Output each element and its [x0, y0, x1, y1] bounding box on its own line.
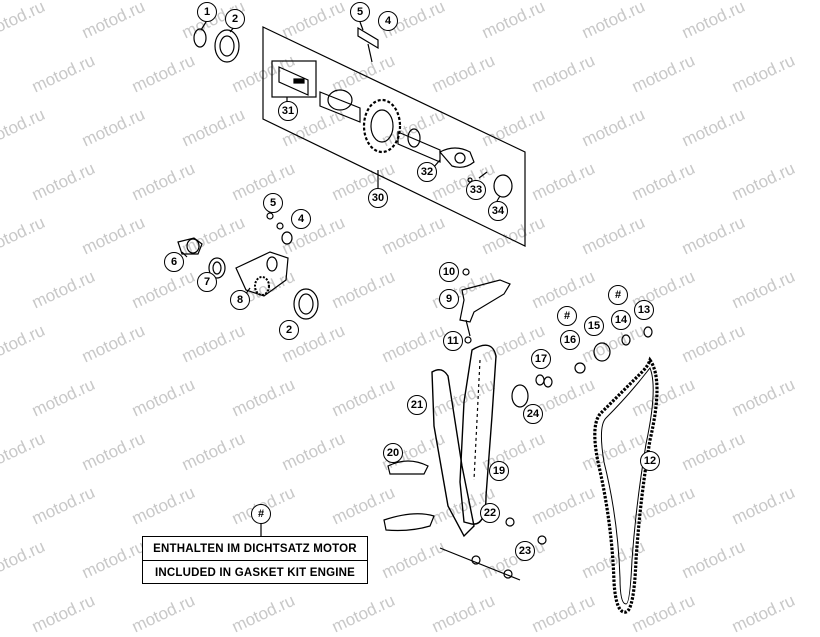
callout-21: 21: [407, 395, 427, 415]
part-24-oring: [511, 384, 529, 408]
callout-4: 4: [291, 209, 311, 229]
callout-1: 1: [197, 2, 217, 22]
callout-6: 6: [164, 252, 184, 272]
callout-hash: #: [608, 285, 628, 305]
legend-line-2: INCLUDED IN GASKET KIT ENGINE: [154, 566, 356, 579]
part-20-guide: [387, 460, 429, 475]
callout-13: 13: [634, 300, 654, 320]
part-34-cover: [493, 174, 513, 198]
callout-hash: #: [557, 306, 577, 326]
part-21-guide-rail: [431, 369, 475, 538]
callout-17: 17: [531, 349, 551, 369]
part-7-oring: [208, 257, 226, 279]
part-2-bearing-lower: [293, 288, 319, 320]
callout-10: 10: [439, 262, 459, 282]
callout-14: 14: [611, 310, 631, 330]
part-19-guide-rail: [459, 344, 497, 525]
callout-5: 5: [263, 193, 283, 213]
callout-22: 22: [480, 503, 500, 523]
callout-16: 16: [560, 330, 580, 350]
callout-hash: #: [251, 504, 271, 524]
part-2-bearing: [214, 29, 240, 63]
legend-box: ENTHALTEN IM DICHTSATZ MOTOR INCLUDED IN…: [142, 536, 368, 584]
camshaft-kit-panel: [262, 26, 526, 247]
callout-34: 34: [488, 201, 508, 221]
part-8-rocker: [235, 251, 289, 297]
callout-12: 12: [640, 451, 660, 471]
callout-31: 31: [278, 101, 298, 121]
callout-24: 24: [523, 404, 543, 424]
part-32-rocker: [439, 147, 475, 168]
callout-30: 30: [368, 188, 388, 208]
callout-2: 2: [279, 320, 299, 340]
part-9-tensioner: [459, 279, 511, 323]
callout-9: 9: [439, 289, 459, 309]
callout-4: 4: [378, 11, 398, 31]
parts-drawing: [177, 21, 659, 614]
inset-box-31: [271, 60, 317, 98]
callout-7: 7: [197, 272, 217, 292]
part-12-timing-chain: [593, 356, 659, 614]
callout-15: 15: [584, 316, 604, 336]
callout-2: 2: [225, 9, 245, 29]
callout-19: 19: [489, 461, 509, 481]
callout-33: 33: [466, 180, 486, 200]
legend-line-1: ENTHALTEN IM DICHTSATZ MOTOR: [143, 537, 367, 561]
part-4-pin: [357, 26, 379, 50]
callout-32: 32: [417, 162, 437, 182]
callout-8: 8: [230, 290, 250, 310]
callout-20: 20: [383, 443, 403, 463]
callout-5: 5: [350, 2, 370, 22]
camshaft-body: [319, 91, 361, 123]
camshaft-gear: [362, 98, 402, 154]
callout-23: 23: [515, 541, 535, 561]
callout-11: 11: [443, 331, 463, 351]
part-1-ring: [193, 28, 207, 48]
